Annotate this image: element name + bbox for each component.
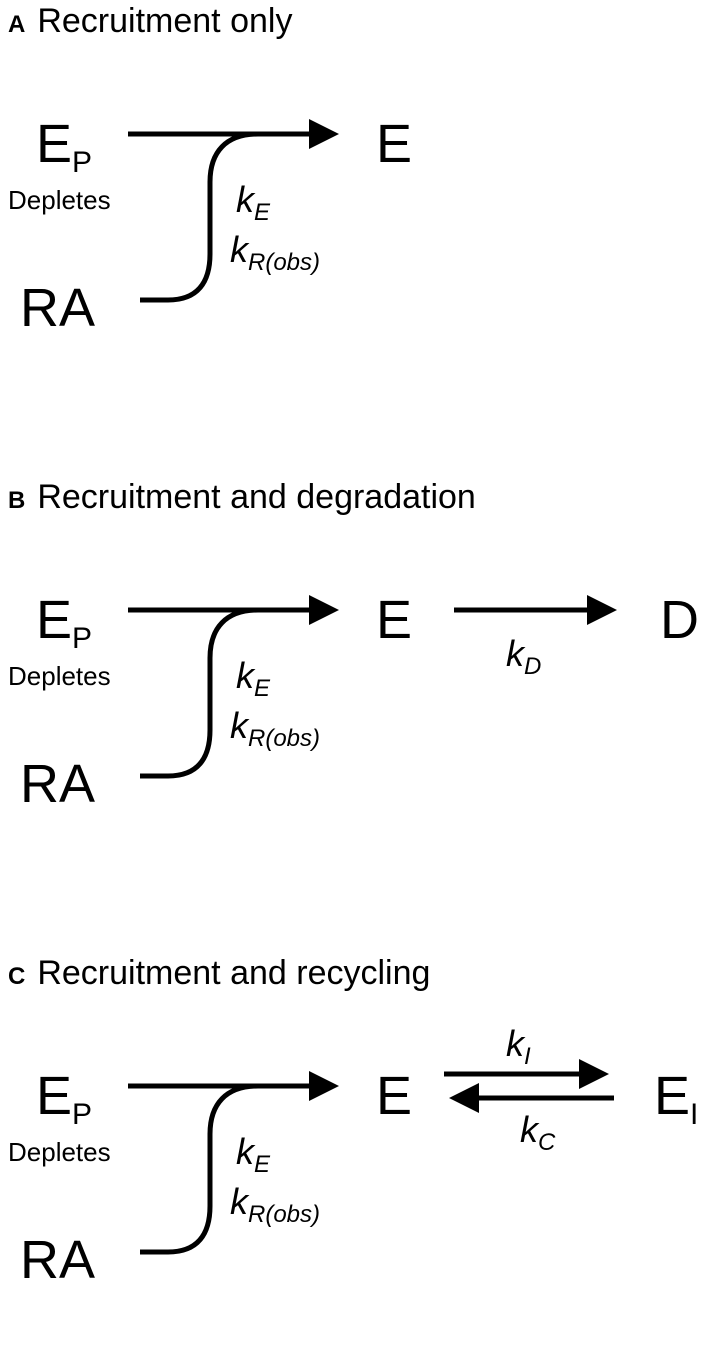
depletes-label: Depletes bbox=[8, 661, 111, 691]
ep-label: EP bbox=[36, 1066, 92, 1131]
e-label: E bbox=[376, 590, 412, 650]
e-label: E bbox=[376, 1066, 412, 1126]
ke-label: kE bbox=[236, 179, 271, 226]
panel-a: A Recruitment only EP Depletes RA E kE kR… bbox=[0, 0, 709, 420]
panel-letter: B bbox=[8, 487, 26, 514]
ei-label: EI bbox=[654, 1066, 698, 1131]
kr-label: kR(obs) bbox=[230, 229, 320, 276]
panel-b-diagram: EP Depletes RA E D kE kR(obs) kD bbox=[8, 590, 699, 814]
ra-curve bbox=[140, 1083, 259, 1255]
panel-c-diagram: EP Depletes RA E EI kE kR(obs) kI kC bbox=[8, 1023, 698, 1290]
panel-b: B Recruitment and degradation EP Depletes… bbox=[0, 476, 709, 896]
panel-title: Recruitment and degradation bbox=[37, 478, 476, 516]
ke-label: kE bbox=[236, 1131, 271, 1178]
ra-label: RA bbox=[20, 278, 95, 338]
ep-label: EP bbox=[36, 590, 92, 655]
panel-c-header: C Recruitment and recycling bbox=[8, 954, 430, 993]
panel-title: Recruitment and recycling bbox=[37, 954, 431, 992]
ke-label: kE bbox=[236, 655, 271, 702]
e-label: E bbox=[376, 114, 412, 174]
panel-c: C Recruitment and recycling EP Depletes R… bbox=[0, 952, 709, 1372]
kr-label: kR(obs) bbox=[230, 1181, 320, 1228]
panel-letter: A bbox=[8, 11, 26, 38]
panel-title: Recruitment only bbox=[37, 2, 293, 40]
ra-label: RA bbox=[20, 754, 95, 814]
ra-curve bbox=[140, 131, 259, 303]
panel-a-diagram: EP Depletes RA E kE kR(obs) bbox=[8, 114, 412, 338]
ki-label: kI bbox=[506, 1023, 531, 1070]
panel-b-header: B Recruitment and degradation bbox=[8, 478, 476, 517]
depletes-label: Depletes bbox=[8, 1137, 111, 1167]
kr-label: kR(obs) bbox=[230, 705, 320, 752]
ra-label: RA bbox=[20, 1230, 95, 1290]
kd-label: kD bbox=[506, 633, 541, 680]
ra-curve bbox=[140, 607, 259, 779]
kc-label: kC bbox=[520, 1109, 556, 1156]
panel-a-header: A Recruitment only bbox=[8, 2, 292, 41]
depletes-label: Depletes bbox=[8, 185, 111, 215]
ep-label: EP bbox=[36, 114, 92, 179]
panel-letter: C bbox=[8, 963, 26, 990]
d-label: D bbox=[660, 590, 699, 650]
